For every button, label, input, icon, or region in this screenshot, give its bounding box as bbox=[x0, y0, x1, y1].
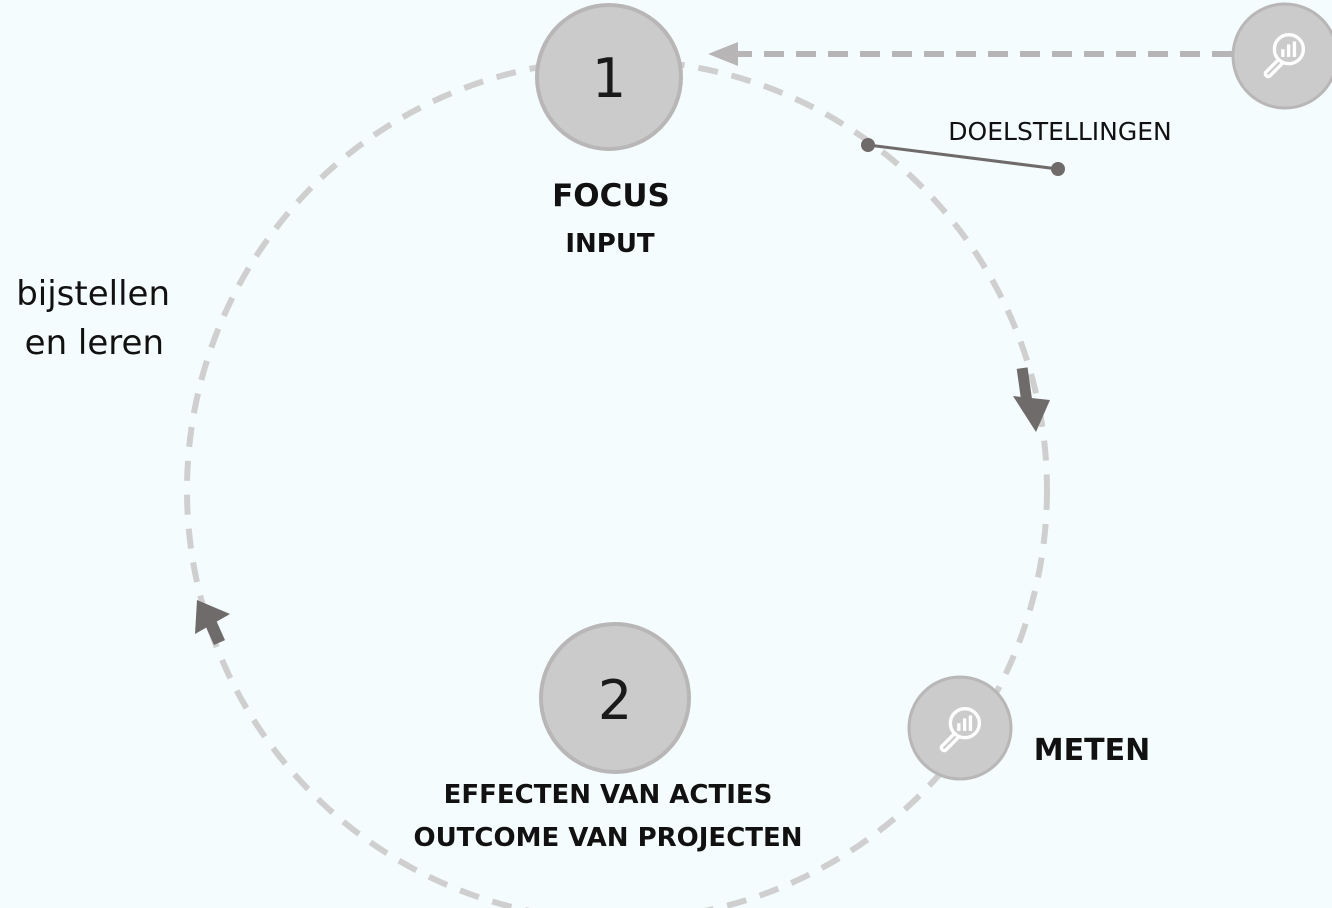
meten-label: METEN bbox=[1034, 733, 1150, 768]
focus-label: FOCUS bbox=[552, 178, 670, 214]
cycle-arrow-down bbox=[1013, 367, 1050, 432]
step-2-number: 2 bbox=[598, 669, 632, 732]
bijstellen-label-line1: bijstellen bbox=[16, 274, 170, 314]
effecten-label-line2: OUTCOME VAN PROJECTEN bbox=[413, 823, 802, 853]
doelstellingen-leader bbox=[861, 138, 1065, 176]
step-1-number: 1 bbox=[592, 47, 626, 110]
step-2-node: 2 bbox=[539, 622, 691, 774]
cycle-arrow-up bbox=[195, 600, 230, 646]
bijstellen-label-line2: en leren bbox=[25, 323, 164, 363]
incoming-arrowhead bbox=[708, 42, 738, 66]
step-1-node: 1 bbox=[535, 3, 683, 151]
doelstellingen-label: DOELSTELLINGEN bbox=[948, 117, 1171, 146]
input-label: INPUT bbox=[565, 229, 655, 259]
effecten-label-line1: EFFECTEN VAN ACTIES bbox=[444, 780, 773, 810]
external-measure-node bbox=[1231, 2, 1332, 110]
measure-node bbox=[907, 675, 1013, 781]
